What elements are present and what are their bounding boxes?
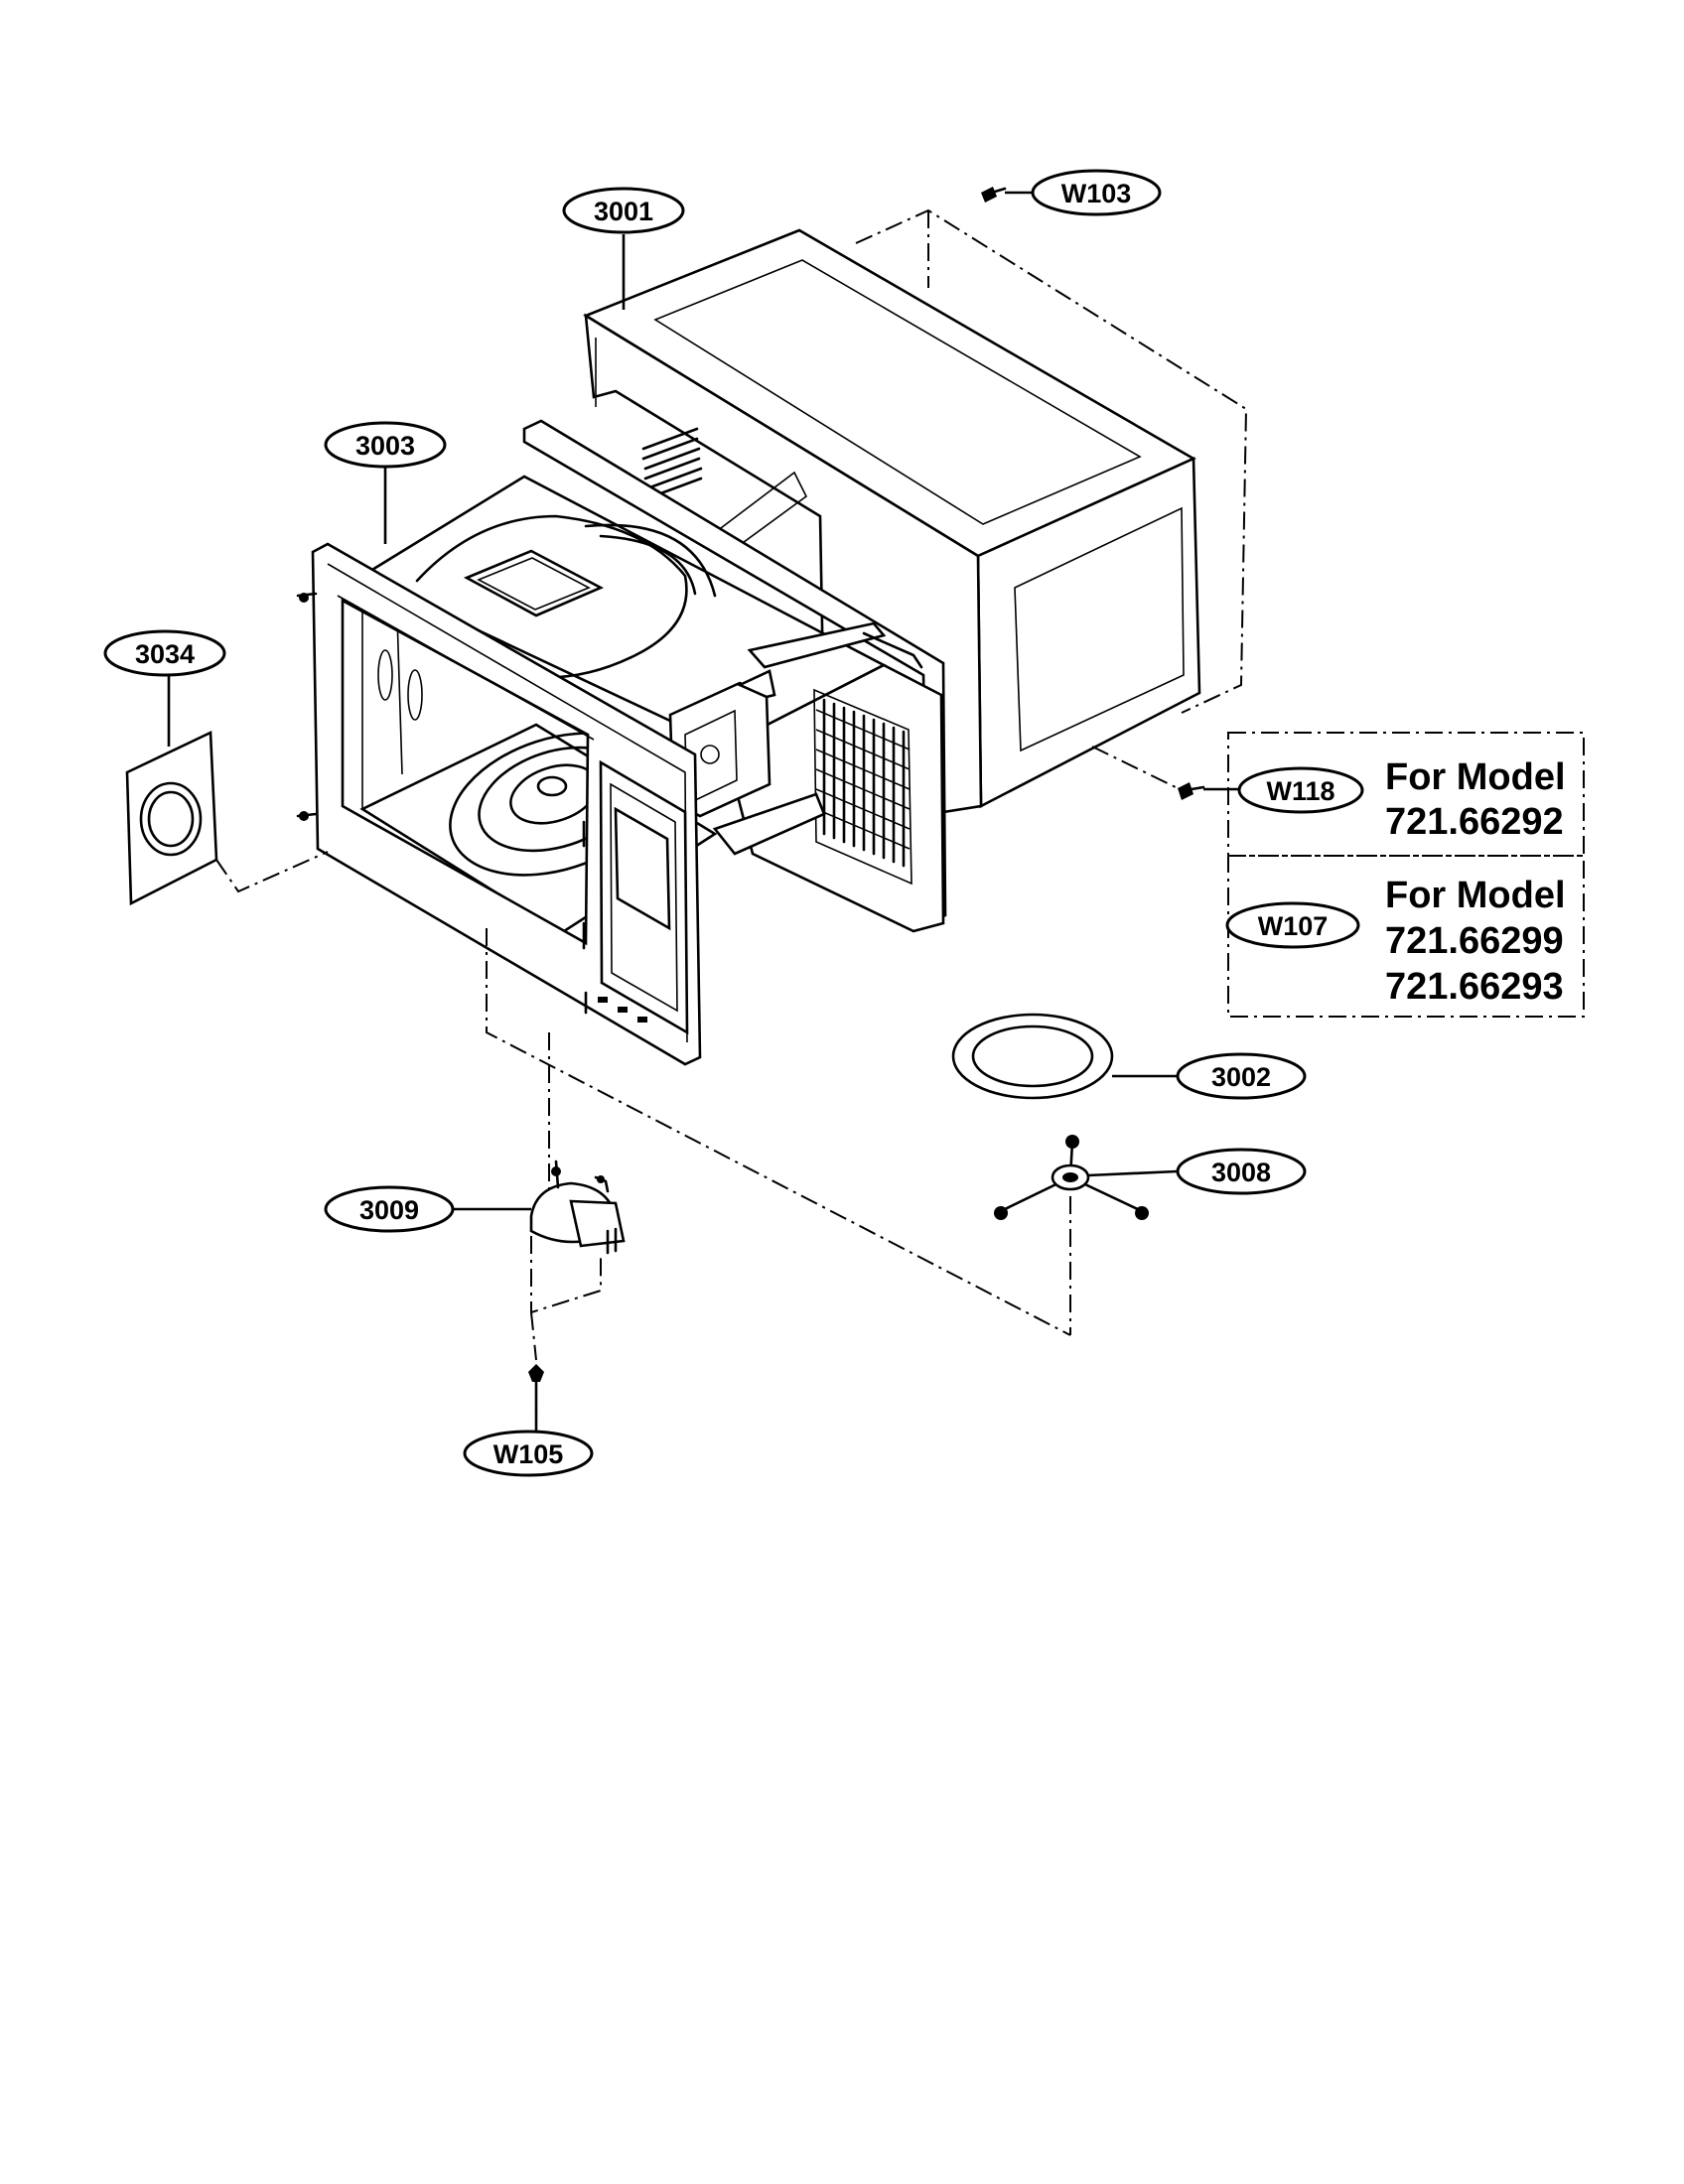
cavity-chassis-part-3003	[296, 419, 947, 1066]
model-note-box-w107	[1227, 855, 1585, 1018]
w107-model-number-2: 721.66293	[1385, 966, 1564, 1008]
callout-w118-label: W118	[1266, 776, 1334, 806]
callout-w105: W105	[463, 1430, 594, 1477]
model-note-box-w118	[1227, 732, 1585, 857]
waveguide-cover-part-3034	[125, 730, 329, 906]
chassis-grid-vent	[813, 688, 912, 886]
callout-3009-label: 3009	[359, 1195, 419, 1225]
callout-3003: 3003	[324, 421, 447, 469]
turntable-motor-part-3009	[529, 1160, 626, 1255]
callout-w103: W103	[1031, 169, 1162, 216]
w107-model-number-1: 721.66299	[1385, 920, 1564, 962]
callout-w107: W107	[1225, 901, 1360, 949]
callout-w107-label: W107	[1258, 911, 1329, 941]
callout-w103-label: W103	[1061, 179, 1132, 208]
callout-3008: 3008	[1176, 1148, 1307, 1195]
callout-3003-label: 3003	[355, 431, 415, 461]
callout-3001: 3001	[562, 187, 685, 234]
callout-3034: 3034	[103, 629, 226, 677]
w118-model-number-1: 721.66292	[1385, 801, 1564, 843]
callout-3002-label: 3002	[1211, 1062, 1271, 1092]
callout-3001-label: 3001	[594, 197, 653, 226]
roller-support-part-3008	[994, 1135, 1149, 1335]
callout-3034-label: 3034	[135, 639, 195, 669]
callout-3008-label: 3008	[1211, 1158, 1271, 1187]
w107-model-heading: For Model	[1385, 875, 1566, 916]
callout-w105-label: W105	[493, 1439, 564, 1469]
case-vent-slots	[641, 427, 703, 500]
callout-w118: W118	[1237, 766, 1364, 814]
screw-w103	[981, 187, 1007, 203]
screw-w105	[528, 1364, 544, 1412]
callout-3002: 3002	[1176, 1052, 1307, 1100]
screw-w118	[1178, 782, 1205, 800]
callout-3009: 3009	[324, 1185, 455, 1233]
glass-tray-part-3002	[951, 1013, 1114, 1100]
w118-model-heading: For Model	[1385, 756, 1566, 798]
